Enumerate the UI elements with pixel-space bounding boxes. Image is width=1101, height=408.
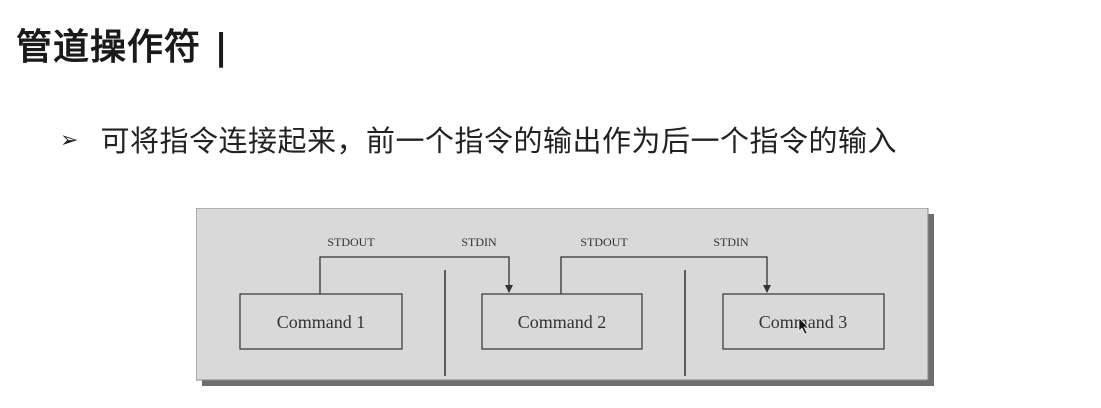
- command-label-1: Command 1: [277, 312, 366, 332]
- mouse-cursor-icon: [798, 317, 809, 335]
- pipe-connector-2: [560, 256, 771, 294]
- bullet-text: 可将指令连接起来，前一个指令的输出作为后一个指令的输入: [100, 124, 897, 158]
- pipe-connector-1: [319, 256, 513, 294]
- stream-label-stdin-2: STDIN: [713, 235, 749, 249]
- stream-label-stdin-1: STDIN: [461, 235, 497, 249]
- stream-label-stdout-1: STDOUT: [327, 235, 375, 249]
- command-label-2: Command 2: [518, 312, 607, 332]
- slide-title: 管道操作符 |: [16, 27, 229, 68]
- stream-label-stdout-2: STDOUT: [580, 235, 628, 249]
- command-box-2: [481, 293, 643, 350]
- command-box-3: [722, 293, 885, 350]
- bullet-item: ➢ 可将指令连接起来，前一个指令的输出作为后一个指令的输入: [60, 118, 897, 160]
- command-box-1: [239, 293, 403, 350]
- pipe-diagram: Command 1 Command 2 Command 3 STDOUT STD…: [196, 208, 934, 386]
- bullet-arrow-icon: ➢: [60, 127, 79, 153]
